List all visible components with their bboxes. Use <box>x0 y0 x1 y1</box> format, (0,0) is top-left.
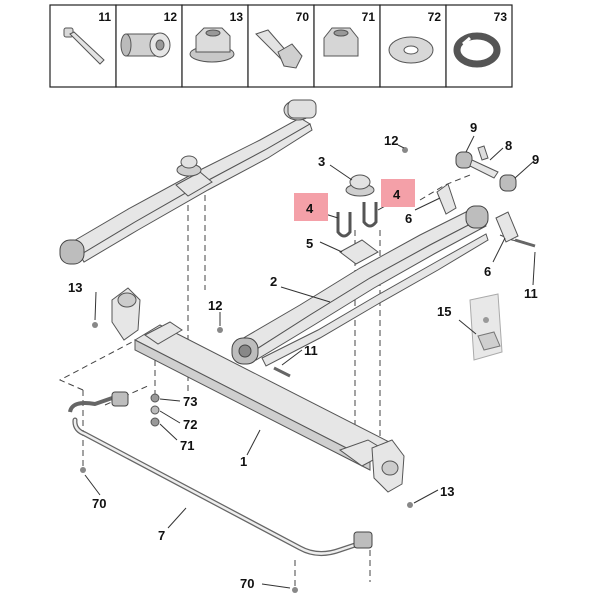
callout-1: 1 <box>240 454 247 469</box>
svg-text:71: 71 <box>362 10 376 24</box>
callout-4-left: 4 <box>306 201 314 216</box>
svg-text:72: 72 <box>428 10 442 24</box>
callout-13-right: 13 <box>440 484 454 499</box>
header-cell-73: 73 <box>445 4 513 88</box>
callout-3: 3 <box>318 154 325 169</box>
svg-text:12: 12 <box>164 10 178 24</box>
leader-lines <box>84 135 536 589</box>
spring-shackle-assembly <box>436 145 519 243</box>
flange-bolt-icon <box>255 29 303 69</box>
callout-70-left: 70 <box>92 496 106 511</box>
hardware-markers <box>80 147 536 593</box>
callout-labels: 1 2 3 4 4 5 6 6 7 8 9 9 11 11 12 12 13 1… <box>68 120 539 591</box>
u-bolt-right <box>362 202 378 228</box>
callout-73: 73 <box>183 394 197 409</box>
callout-8: 8 <box>505 138 512 153</box>
callout-12-top: 12 <box>384 133 398 148</box>
axle-beam <box>133 321 397 471</box>
svg-text:13: 13 <box>230 10 244 24</box>
svg-text:11: 11 <box>98 10 111 24</box>
callout-70-bottom: 70 <box>240 576 254 591</box>
spring-bump-stop <box>176 155 202 177</box>
upper-leaf-spring <box>59 99 317 265</box>
highlight-box-4-left <box>294 193 328 221</box>
callout-5: 5 <box>306 236 313 251</box>
callout-11-right: 11 <box>524 286 538 301</box>
callout-12-mid: 12 <box>208 298 222 313</box>
callout-11-mid: 11 <box>304 343 318 358</box>
callout-6-upper: 6 <box>405 211 412 226</box>
spring-pad <box>345 174 375 197</box>
callout-9-lower: 9 <box>532 152 539 167</box>
stabilizer-bar <box>68 391 373 556</box>
callout-4-right: 4 <box>393 187 401 202</box>
flange-nut-icon <box>189 27 235 63</box>
svg-text:70: 70 <box>296 10 310 24</box>
header-cell-72: 72 <box>379 4 447 88</box>
bracket-part-15 <box>469 293 503 361</box>
right-hub-bracket <box>371 439 405 493</box>
callout-13-left: 13 <box>68 280 82 295</box>
left-hub-bracket <box>111 287 141 341</box>
header-cell-11: 11 <box>49 4 117 88</box>
u-bolt-left <box>336 212 352 238</box>
callout-15: 15 <box>437 304 451 319</box>
header-cell-70: 70 <box>247 4 315 88</box>
header-cell-71: 71 <box>313 4 381 88</box>
callout-72: 72 <box>183 417 197 432</box>
callout-71: 71 <box>180 438 194 453</box>
callout-9-upper: 9 <box>470 120 477 135</box>
bushing-icon <box>120 32 171 58</box>
callout-6-lower: 6 <box>484 264 491 279</box>
spring-washer-icon <box>453 32 501 68</box>
main-leaf-spring <box>231 205 489 367</box>
callout-7: 7 <box>158 528 165 543</box>
callout-2: 2 <box>270 274 277 289</box>
spring-plate <box>339 239 379 265</box>
nut-icon <box>323 27 359 57</box>
header-cell-12: 12 <box>115 4 183 88</box>
highlight-box-4-right <box>381 179 415 207</box>
svg-text:73: 73 <box>494 10 508 24</box>
bolt-icon <box>63 27 105 65</box>
parts-header-table: 11 12 13 <box>49 4 513 88</box>
header-cell-13: 13 <box>181 4 249 88</box>
flat-washer-icon <box>388 36 434 64</box>
